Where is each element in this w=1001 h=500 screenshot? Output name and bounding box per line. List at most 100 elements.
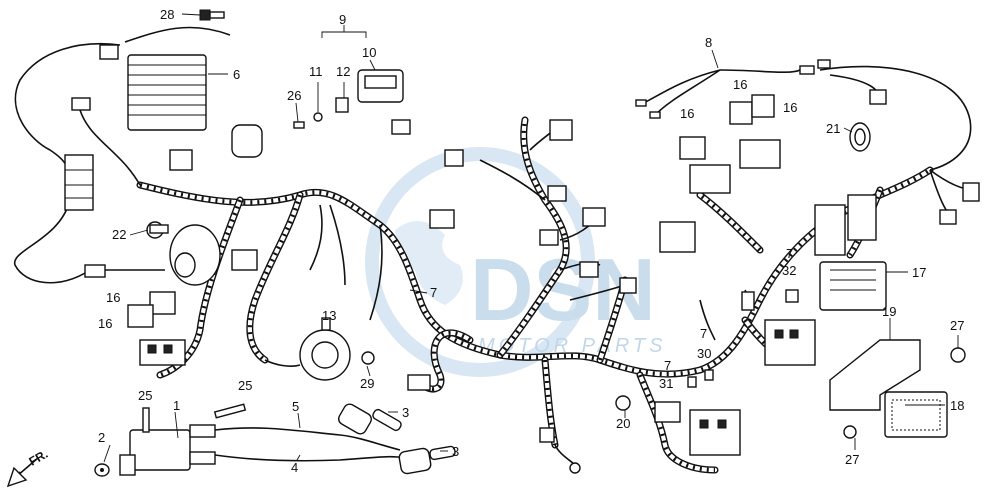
- callout-12: 12: [336, 64, 350, 79]
- relay-16-right-a[interactable]: [679, 136, 706, 160]
- callout-7-left: 7: [430, 285, 437, 300]
- relay-holder-right-b[interactable]: [739, 139, 781, 169]
- callout-26: 26: [287, 88, 301, 103]
- callout-16-left-bottom: 16: [98, 316, 112, 331]
- watermark-continent: [395, 221, 463, 305]
- coupler-small-right[interactable]: [741, 291, 755, 311]
- callout-25-right: 25: [238, 378, 252, 393]
- unit-18[interactable]: [884, 391, 948, 438]
- small-coupler-a[interactable]: [71, 97, 91, 111]
- fuse-30[interactable]: [704, 369, 714, 381]
- callout-1: 1: [173, 398, 180, 413]
- collar-12[interactable]: [335, 97, 349, 113]
- relay-mid[interactable]: [659, 221, 696, 253]
- washer-2[interactable]: [94, 463, 110, 477]
- plug-cap-3-top[interactable]: [337, 402, 403, 436]
- bolt-25-left[interactable]: [142, 407, 150, 433]
- small-coupler-b[interactable]: [84, 264, 106, 278]
- coupler-mid-g[interactable]: [579, 261, 599, 278]
- callout-13: 13: [322, 308, 336, 323]
- callout-27-bottom: 27: [845, 452, 859, 467]
- control-unit-17[interactable]: [819, 261, 887, 311]
- coupler-center[interactable]: [231, 249, 258, 271]
- callout-31: 31: [659, 376, 673, 391]
- cable-8-ends[interactable]: [635, 59, 887, 119]
- callout-7-right-top: 7: [786, 246, 793, 261]
- screw-11[interactable]: [313, 112, 323, 122]
- grommet-21[interactable]: [849, 122, 871, 152]
- callout-8: 8: [705, 35, 712, 50]
- callout-2: 2: [98, 430, 105, 445]
- coupler-mid-h[interactable]: [619, 277, 637, 294]
- callout-numbers: 28 6 9 10 11 12 26 8 16 16 16 21 22 16 1…: [98, 7, 964, 475]
- callout-10: 10: [362, 45, 376, 60]
- coupler-right-b[interactable]: [939, 209, 957, 225]
- relay-holder-right-a[interactable]: [689, 164, 731, 194]
- relay-16-right-b[interactable]: [729, 101, 753, 125]
- callout-11: 11: [309, 64, 323, 79]
- starter-relay-cylinder[interactable]: [169, 224, 221, 286]
- callout-22: 22: [112, 227, 126, 242]
- callout-21: 21: [826, 121, 840, 136]
- watermark: DSN MOTOR PARTS: [365, 147, 666, 377]
- callout-28: 28: [160, 7, 174, 22]
- coupler-mid-e[interactable]: [539, 229, 559, 246]
- callout-16-left-top: 16: [106, 290, 120, 305]
- coupler-mid-a[interactable]: [429, 209, 455, 229]
- coupler-lower-a[interactable]: [654, 401, 681, 423]
- fuse-31[interactable]: [687, 376, 697, 388]
- callout-16-right-side: 16: [783, 100, 797, 115]
- coupler-mid-d[interactable]: [582, 207, 606, 227]
- callout-29: 29: [360, 376, 374, 391]
- relay-16-right-c[interactable]: [751, 94, 775, 118]
- coupler-left[interactable]: [64, 154, 94, 211]
- terminal-lower[interactable]: [569, 462, 581, 474]
- relay-16-left-bottom[interactable]: [127, 304, 154, 328]
- bolt-27-bottom[interactable]: [843, 425, 857, 439]
- leader-lines: [103, 13, 959, 463]
- fuse-box-10[interactable]: [357, 69, 411, 135]
- callout-3-bottom: 3: [452, 444, 459, 459]
- bolt-29[interactable]: [361, 351, 375, 365]
- bolt-28[interactable]: [199, 9, 225, 21]
- clamp-22[interactable]: [146, 221, 169, 239]
- callout-9: 9: [339, 12, 346, 27]
- callout-7-mid: 7: [700, 326, 707, 341]
- coupler-right-a[interactable]: [962, 182, 980, 202]
- callout-20: 20: [616, 416, 630, 431]
- regulator-rectifier[interactable]: [99, 44, 207, 131]
- ignition-coil-1[interactable]: [119, 424, 216, 476]
- bolt-20[interactable]: [615, 395, 631, 411]
- coupler-mid-b[interactable]: [444, 149, 464, 167]
- fuse-box-lower[interactable]: [689, 409, 741, 456]
- fuse-32[interactable]: [785, 289, 799, 303]
- watermark-sub-text: MOTOR PARTS: [478, 335, 666, 357]
- coupler-mid-c[interactable]: [549, 119, 573, 141]
- coupler-right-c[interactable]: [814, 194, 877, 256]
- callout-3-top: 3: [402, 405, 409, 420]
- callout-32: 32: [782, 263, 796, 278]
- relay-holder-left[interactable]: [139, 339, 186, 366]
- horn-13[interactable]: [299, 317, 351, 381]
- plug-cap-3-bottom[interactable]: [398, 445, 456, 475]
- coupler-lower-b[interactable]: [539, 427, 555, 443]
- coupler-center-left[interactable]: [169, 124, 263, 171]
- bracket-19[interactable]: [829, 339, 921, 411]
- callout-18: 18: [950, 398, 964, 413]
- coupler-under-horn[interactable]: [407, 374, 431, 391]
- callout-7-lower: 7: [664, 358, 671, 373]
- bolt-27-top[interactable]: [950, 347, 966, 363]
- callout-6: 6: [233, 67, 240, 82]
- bolt-25-right[interactable]: [213, 403, 247, 419]
- fuse-box-right[interactable]: [764, 319, 816, 366]
- callout-19: 19: [882, 304, 896, 319]
- callout-5: 5: [292, 399, 299, 414]
- relay-16-left-top[interactable]: [149, 291, 176, 315]
- callout-16-right-top: 16: [733, 77, 747, 92]
- screw-26[interactable]: [293, 121, 305, 129]
- coupler-mid-f[interactable]: [547, 185, 567, 202]
- callout-16-right-left: 16: [680, 106, 694, 121]
- callout-17: 17: [912, 265, 926, 280]
- front-direction-arrow: FR.: [6, 447, 50, 488]
